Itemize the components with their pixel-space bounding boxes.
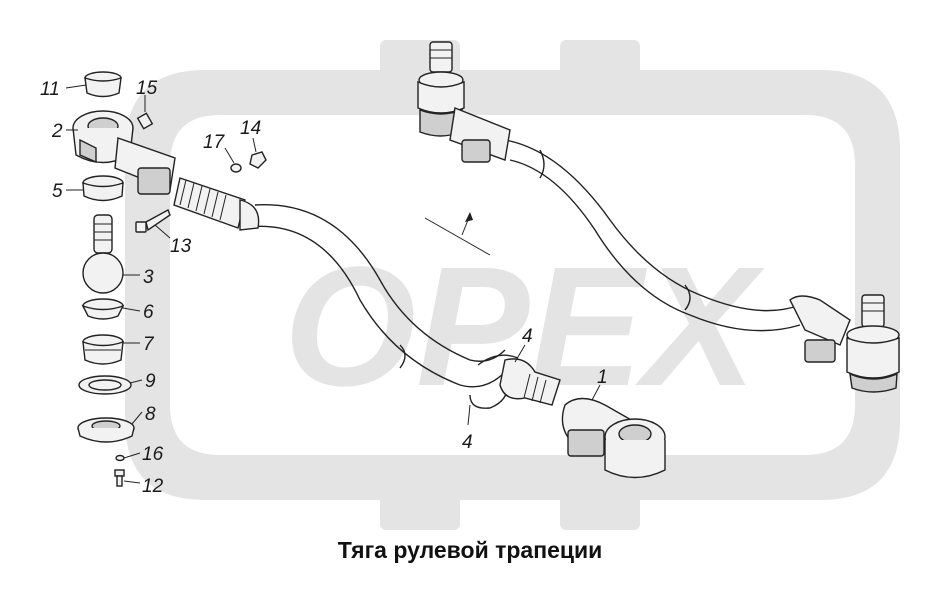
label-4-upper: 4 <box>522 326 533 347</box>
part-13-bolt <box>135 209 171 233</box>
part-6-insert <box>81 298 125 320</box>
label-1: 1 <box>597 367 608 388</box>
part-15-grease-fitting <box>136 112 154 130</box>
label-6: 6 <box>143 302 154 323</box>
label-9: 9 <box>145 371 156 392</box>
label-15: 15 <box>136 78 158 99</box>
label-12: 12 <box>142 476 164 497</box>
part-12-bolt <box>114 469 125 487</box>
leader-lines <box>65 84 601 484</box>
label-16: 16 <box>142 444 164 465</box>
part-14-nut <box>249 151 267 169</box>
part-8-cover <box>77 417 135 443</box>
part-2-tie-rod-end <box>72 110 176 195</box>
label-13: 13 <box>170 236 192 257</box>
part-1-tie-rod-end <box>561 397 666 479</box>
label-2: 2 <box>51 121 63 142</box>
tube-thread-left <box>173 177 260 231</box>
label-5: 5 <box>52 181 63 202</box>
upper-ball-joint <box>417 41 511 163</box>
part-5-ring <box>82 175 124 202</box>
right-ball-joint <box>789 294 900 393</box>
label-14: 14 <box>240 118 261 139</box>
label-4-lower: 4 <box>462 432 473 453</box>
part-9-gasket <box>78 375 132 395</box>
diagram-caption: Тяга рулевой трапеции <box>337 537 603 563</box>
label-8: 8 <box>145 404 156 425</box>
label-7: 7 <box>143 334 155 355</box>
part-17-washer <box>230 163 242 173</box>
label-17: 17 <box>203 132 226 153</box>
label-3: 3 <box>143 267 154 288</box>
part-7-spring-seat <box>82 334 124 365</box>
watermark-emblem: OPEX <box>125 40 900 530</box>
tube-thread-middle <box>499 358 561 406</box>
direction-arrow <box>424 212 491 256</box>
part-16-washer <box>115 454 125 462</box>
part-3-ball-pin <box>82 214 124 294</box>
part-11-cap <box>84 71 122 98</box>
label-11: 11 <box>40 79 60 100</box>
